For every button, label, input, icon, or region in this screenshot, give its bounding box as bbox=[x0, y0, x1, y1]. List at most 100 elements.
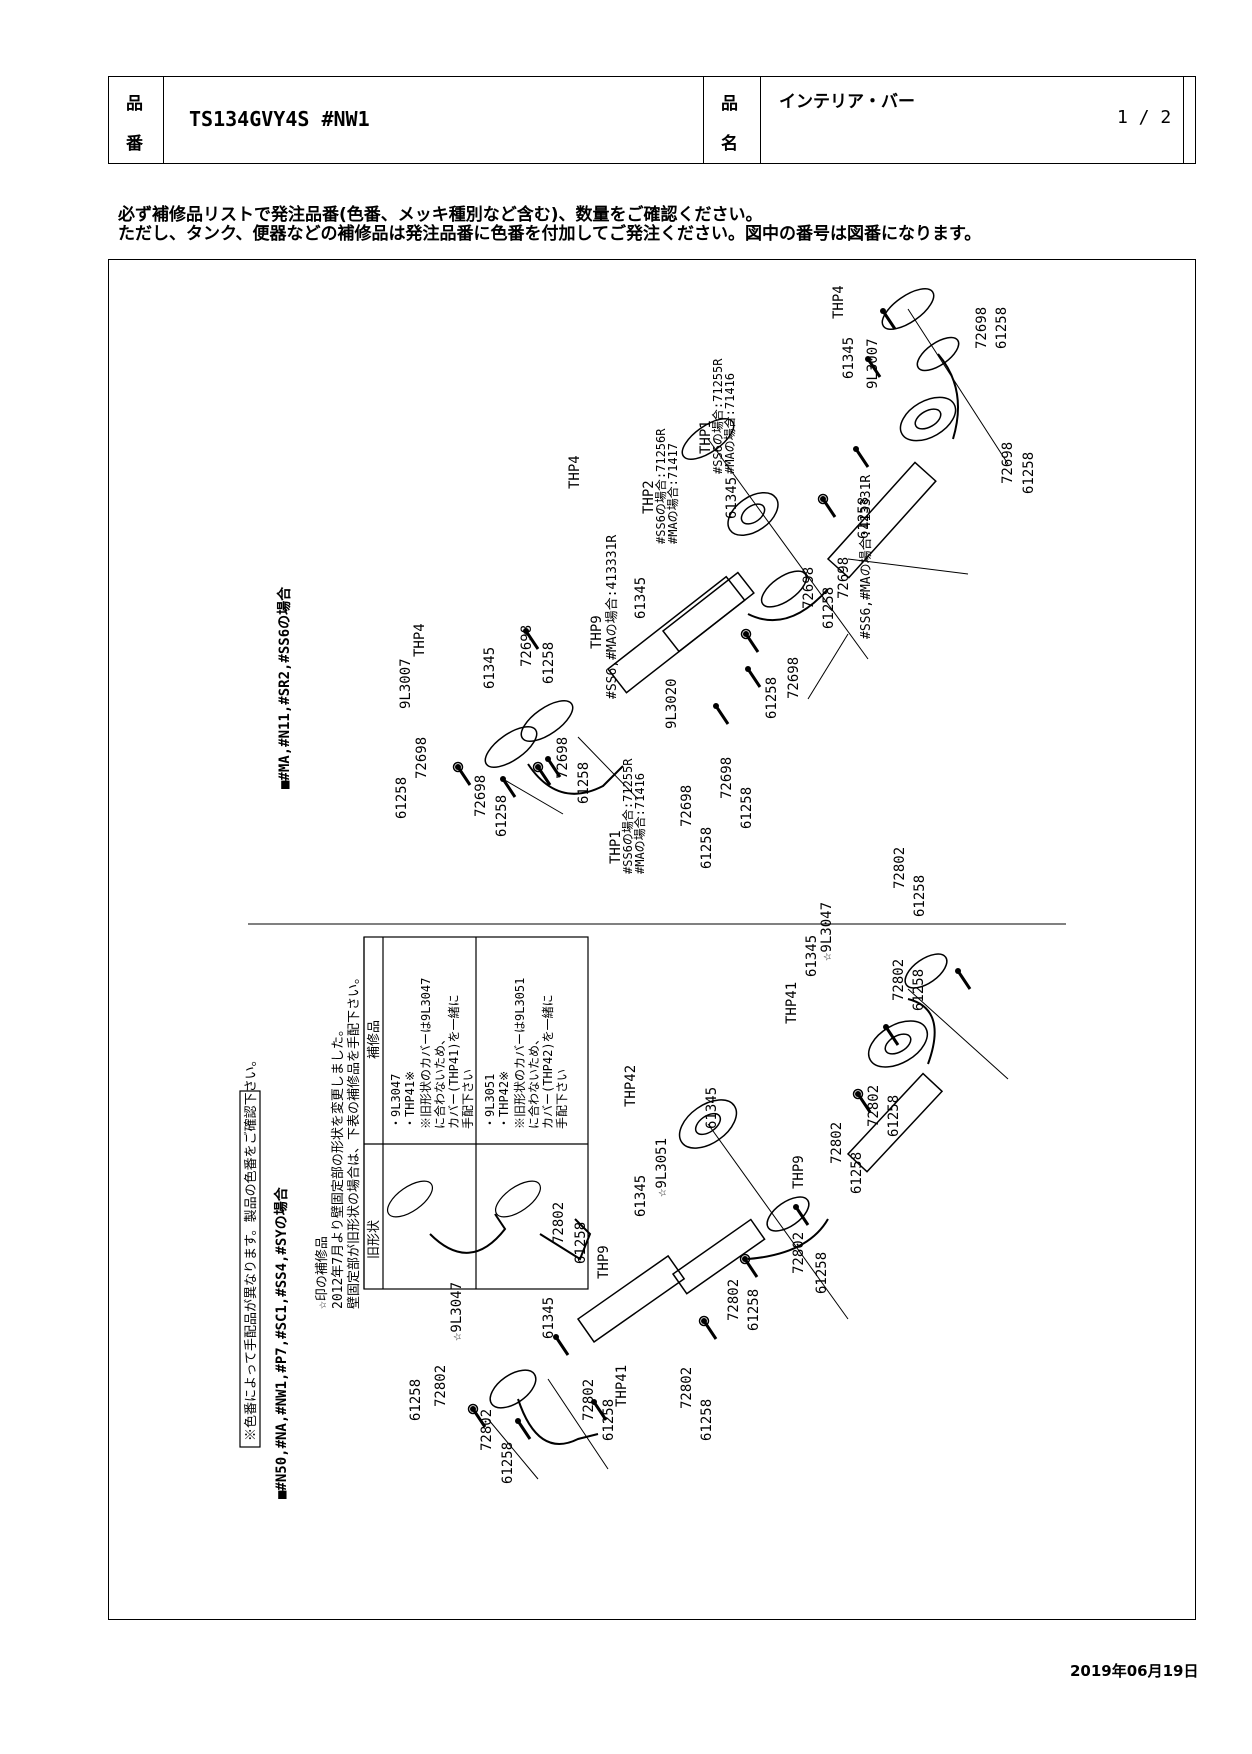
label-72802-lh: 72802 bbox=[829, 1122, 845, 1164]
issue-date: 2019年06月19日 bbox=[1070, 1662, 1199, 1680]
title-block: 品 番 TS134GVY4S #NW1 品 名 インテリア・バー 1 / 2 bbox=[108, 76, 1196, 164]
star-note-2: 2012年7月より壁固定部の形状を変更しました。 bbox=[330, 1023, 346, 1309]
lower-joint-plate bbox=[766, 1196, 810, 1232]
label-61258-f: 61258 bbox=[739, 787, 755, 829]
lower-bar-sleeve bbox=[671, 1218, 766, 1295]
cover-thp4-left bbox=[520, 700, 574, 742]
label-61345-la: 61345 bbox=[541, 1297, 557, 1339]
wall-plate-left bbox=[484, 726, 538, 768]
lower-elbow-right bbox=[907, 998, 936, 1065]
label-thp41-right: THP41 bbox=[784, 982, 800, 1024]
label-72802-lb: 72802 bbox=[479, 1409, 495, 1451]
name-label-cell: 品 名 bbox=[704, 77, 761, 163]
lower-bar-thp9-right bbox=[846, 1072, 944, 1173]
label-thp42: THP42 bbox=[623, 1065, 639, 1107]
label-9l3047-left: ☆9L3047 bbox=[449, 1282, 465, 1341]
product-name-cell: インテリア・バー bbox=[761, 77, 1184, 163]
label-61345-lb: 61345 bbox=[633, 1175, 649, 1217]
label-thp4-mid: THP4 bbox=[567, 455, 583, 489]
label-thp9-lower-right: THP9 bbox=[791, 1155, 807, 1189]
old-shape-plate-1 bbox=[387, 1180, 433, 1218]
lower-section-title: ■#N50,#NA,#NW1,#P7,#SC1,#SS4,#SYの場合 bbox=[273, 1186, 290, 1499]
label-61258-ld: 61258 bbox=[573, 1222, 589, 1264]
table-r1-l1: ・9L3047 bbox=[389, 1074, 403, 1129]
label-61258-k: 61258 bbox=[1021, 452, 1037, 494]
label-thp1-left-ma: #MAの場合:71416 bbox=[632, 773, 647, 874]
upper-section-title: ■#MA,#N11,#SR2,#SS6の場合 bbox=[276, 586, 293, 789]
label-61258-lh: 61258 bbox=[849, 1152, 865, 1194]
label-9l3007-right: 9L3007 bbox=[865, 338, 881, 389]
label-72802-lc: 72802 bbox=[581, 1379, 597, 1421]
product-code-cell: TS134GVY4S #NW1 bbox=[164, 77, 704, 163]
label-72802-la: 72802 bbox=[433, 1365, 449, 1407]
order-note-2: ただし、タンク、便器などの補修品は発注品番に色番を付加してご発注ください。図中の… bbox=[118, 224, 982, 244]
label-9l3020: 9L3020 bbox=[664, 678, 680, 729]
table-r2-l5: カバー(THP42)を一緒に bbox=[540, 994, 555, 1129]
drawing-frame bbox=[108, 259, 1196, 1620]
label-thp9-lower-left: THP9 bbox=[596, 1245, 612, 1279]
label-61258-g: 61258 bbox=[764, 677, 780, 719]
table-r2-l6: 手配下さい bbox=[555, 1069, 569, 1129]
label-72698-d: 72698 bbox=[555, 737, 571, 779]
label-61258-le: 61258 bbox=[699, 1399, 715, 1441]
label-72698-a: 72698 bbox=[519, 625, 535, 667]
label-61258-lg: 61258 bbox=[814, 1252, 830, 1294]
label-thp1-left: THP1 bbox=[608, 830, 624, 864]
label-thp2: THP2 bbox=[641, 480, 657, 514]
label-9l3051: ☆9L3051 bbox=[654, 1138, 670, 1197]
label-72698-j: 72698 bbox=[974, 307, 990, 349]
table-r2-l2: ・THP42※ bbox=[497, 1071, 511, 1129]
ring-thp2 bbox=[727, 491, 779, 537]
upper-labels: ■#MA,#N11,#SR2,#SS6の場合 THP4 9L3007 61345… bbox=[276, 285, 1037, 874]
table-r1-l6: 手配下さい bbox=[461, 1069, 475, 1129]
label-61345-left: 61345 bbox=[482, 647, 498, 689]
upper-assembly bbox=[484, 288, 1009, 815]
old-shape-elbow-1 bbox=[429, 1213, 507, 1254]
name-label-1: 品 bbox=[721, 94, 738, 114]
label-72802-le: 72802 bbox=[679, 1367, 695, 1409]
label-61258-b: 61258 bbox=[394, 777, 410, 819]
label-61258-e: 61258 bbox=[699, 827, 715, 869]
label-72698-g: 72698 bbox=[786, 657, 802, 699]
label-thp41-left: THP41 bbox=[614, 1365, 630, 1407]
code-label-1: 品 bbox=[126, 94, 143, 114]
label-72802-lj: 72802 bbox=[891, 959, 907, 1001]
label-61258-c: 61258 bbox=[494, 795, 510, 837]
table-r2-l3: ※旧形状のカバーは9L3051 bbox=[513, 978, 527, 1129]
label-thp4-left: THP4 bbox=[412, 623, 428, 657]
lower-labels: ☆9L3047 61258 72802 72802 61258 61345 72… bbox=[408, 847, 928, 1484]
table-r2-l1: ・9L3051 bbox=[483, 1074, 497, 1129]
boxed-note: ※色番によって手配品が異なります。製品の色番をご確認下さい。 bbox=[243, 1053, 259, 1441]
ring-thp1-right bbox=[899, 396, 957, 442]
page-number: 1 / 2 bbox=[1117, 107, 1172, 128]
table-r1-l4: に合わないため、 bbox=[432, 1033, 447, 1129]
table-r2-l4: に合わないため、 bbox=[526, 1033, 541, 1129]
label-61258-lj: 61258 bbox=[911, 969, 927, 1011]
label-61345-lc: 61345 bbox=[704, 1087, 720, 1129]
label-61258-i: 61258 bbox=[856, 497, 872, 539]
exploded-parts-diagram: ■#MA,#N11,#SR2,#SS6の場合 THP4 9L3007 61345… bbox=[239, 285, 1066, 1499]
old-shape-plate-2 bbox=[495, 1180, 541, 1218]
joint-9l3020 bbox=[747, 588, 829, 622]
label-thp2-ss6: #SS6の場合:71256R bbox=[653, 428, 668, 544]
label-61258-lk: 61258 bbox=[912, 875, 928, 917]
label-61345-right-b: 61345 bbox=[841, 337, 857, 379]
label-9l3047-right: ☆9L3047 bbox=[819, 902, 835, 961]
label-61258-li: 61258 bbox=[886, 1095, 902, 1137]
label-61345-ld: 61345 bbox=[804, 935, 820, 977]
label-61258-d: 61258 bbox=[576, 762, 592, 804]
product-name: インテリア・バー bbox=[779, 92, 915, 112]
code-label-2: 番 bbox=[126, 134, 143, 154]
bar-sleeve-left bbox=[661, 571, 755, 653]
label-thp1-left-ss6: #SS6の場合:71255R bbox=[620, 758, 635, 874]
table-r1-l5: カバー(THP41)を一緒に bbox=[446, 994, 461, 1129]
label-72698-c: 72698 bbox=[473, 775, 489, 817]
star-note-1: ☆印の補修品 bbox=[315, 1236, 330, 1309]
label-61258-la: 61258 bbox=[408, 1379, 424, 1421]
code-label-cell: 品 番 bbox=[109, 77, 164, 163]
table-col-old: 旧形状 bbox=[367, 1220, 382, 1259]
replacement-table bbox=[363, 936, 592, 1290]
label-61258-j: 61258 bbox=[994, 307, 1010, 349]
lower-notes: ※色番によって手配品が異なります。製品の色番をご確認下さい。 ■#N50,#NA… bbox=[239, 971, 362, 1499]
label-72698-h: 72698 bbox=[801, 567, 817, 609]
